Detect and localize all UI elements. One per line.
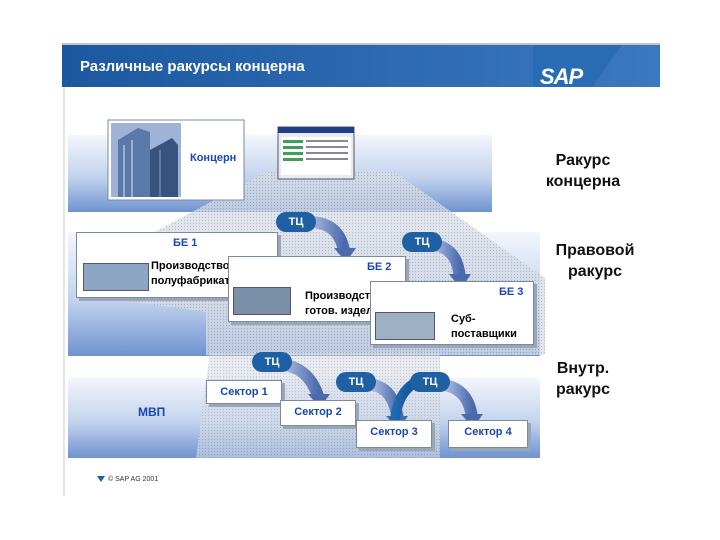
company-code-2-line2: готов. изделия bbox=[305, 305, 387, 317]
profit-center-badge: ТЦ bbox=[402, 232, 442, 252]
company-code-1-desc: Производство: полуфабрикаты bbox=[151, 259, 239, 289]
company-code-2-desc: Производство: готов. изделия bbox=[305, 289, 387, 319]
sector-1-box: Сектор 1 bbox=[206, 380, 282, 404]
legal-view-line1: Правовой bbox=[555, 242, 635, 259]
sap-logo: SAP bbox=[540, 64, 583, 89]
internal-view-line1: Внутр. bbox=[556, 360, 610, 377]
factory-image bbox=[233, 287, 291, 315]
copyright-footer: © SAP AG 2001 bbox=[108, 476, 159, 483]
company-code-1-line2: полуфабрикаты bbox=[151, 275, 240, 287]
company-code-3-line2: поставщики bbox=[451, 328, 517, 340]
internal-view-label: Внутр. ракурс bbox=[528, 358, 638, 400]
sector-2-box: Сектор 2 bbox=[280, 400, 356, 426]
group-view-label: Ракурс концерна bbox=[528, 150, 638, 192]
mvp-label: МВП bbox=[138, 405, 166, 419]
company-code-3-title: БЕ 3 bbox=[499, 286, 524, 298]
sector-3-box: Сектор 3 bbox=[356, 420, 432, 448]
company-code-3-desc: Суб- поставщики bbox=[451, 312, 517, 342]
group-view-line2: концерна bbox=[545, 173, 621, 190]
profit-center-badge: ТЦ bbox=[252, 352, 292, 372]
company-code-2-line1: Производство: bbox=[305, 290, 388, 302]
profit-center-badge: ТЦ bbox=[336, 372, 376, 392]
company-code-2-title: БЕ 2 bbox=[367, 261, 392, 273]
company-code-3-line1: Суб- bbox=[451, 313, 476, 325]
company-code-3-box: БЕ 3 Суб- поставщики bbox=[370, 281, 534, 345]
legal-view-line2: ракурс bbox=[567, 263, 623, 280]
legal-view-label: Правовой ракурс bbox=[540, 240, 650, 282]
company-code-1-line1: Производство: bbox=[151, 260, 234, 272]
internal-view-line2: ракурс bbox=[555, 381, 611, 398]
page-title: Различные ракурсы концерна bbox=[80, 58, 305, 75]
profit-center-badge: ТЦ bbox=[276, 212, 316, 232]
sector-4-box: Сектор 4 bbox=[448, 420, 528, 448]
concern-label: Концерн bbox=[190, 152, 237, 164]
factory-image bbox=[83, 263, 149, 291]
profit-center-badge: ТЦ bbox=[410, 372, 450, 392]
company-code-1-title: БЕ 1 bbox=[173, 237, 198, 249]
group-view-line1: Ракурс bbox=[555, 152, 611, 169]
warehouse-image bbox=[375, 312, 435, 340]
